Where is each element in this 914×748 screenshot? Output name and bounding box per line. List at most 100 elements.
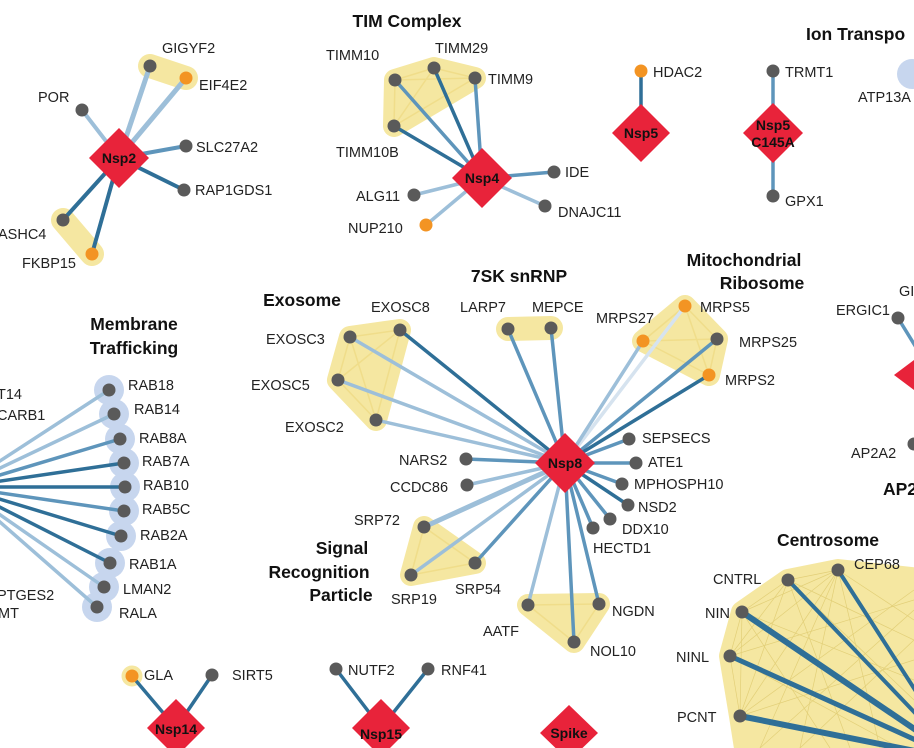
prey-label: SEPSECS bbox=[642, 431, 711, 447]
viral-label-nsp15: Nsp15 bbox=[360, 726, 402, 742]
group-label-centrosome: Centrosome bbox=[777, 530, 879, 550]
membrane-halos bbox=[82, 59, 914, 622]
group-label-tim: TIM Complex bbox=[353, 11, 462, 31]
prey-label: LARP7 bbox=[460, 300, 506, 316]
viral-label-nsp5c-c145a: C145A bbox=[751, 134, 795, 150]
edge bbox=[0, 491, 126, 513]
node-nsd2 bbox=[621, 498, 635, 512]
node-timm29 bbox=[427, 61, 441, 75]
node-ddx10 bbox=[603, 512, 617, 526]
edge bbox=[563, 461, 576, 644]
prey-label: RAB18 bbox=[128, 378, 174, 394]
prey-label: ATP13A bbox=[858, 90, 911, 106]
group-labels: TIM Complex Ion Transpo Exosome 7SK snRN… bbox=[90, 11, 914, 605]
prey-label: TIMM9 bbox=[488, 72, 533, 88]
group-label-ap2: AP2 bbox=[883, 479, 914, 499]
node-mepce bbox=[544, 321, 558, 335]
node-rab18 bbox=[102, 383, 116, 397]
node-nutf2 bbox=[329, 662, 343, 676]
node-ergic1 bbox=[891, 311, 905, 325]
prey-label: CARB1 bbox=[0, 408, 45, 424]
group-label-srp-2: Recognition bbox=[268, 562, 369, 582]
group-label-membrane-1: Membrane bbox=[90, 314, 178, 334]
complex-nol10 bbox=[517, 593, 610, 653]
prey-label: AATF bbox=[483, 624, 519, 640]
prey-label: MT bbox=[0, 606, 19, 622]
viral-nodes bbox=[89, 103, 914, 748]
edge bbox=[421, 460, 568, 530]
prey-label: NARS2 bbox=[399, 453, 447, 469]
node-exosc5 bbox=[331, 373, 345, 387]
edge bbox=[398, 328, 567, 465]
node-rab8a bbox=[113, 432, 127, 446]
prey-nodes bbox=[56, 59, 914, 723]
prey-label: AP2A2 bbox=[851, 446, 896, 462]
prey-label: ERGIC1 bbox=[836, 303, 890, 319]
node-sirt5 bbox=[205, 668, 219, 682]
node-cep68 bbox=[831, 563, 845, 577]
viral-label-nsp5: Nsp5 bbox=[624, 125, 658, 141]
prey-label: T14 bbox=[0, 387, 22, 403]
viral-node-partial bbox=[894, 360, 914, 390]
viral-label-nsp8: Nsp8 bbox=[548, 455, 582, 471]
node-hdac2 bbox=[634, 64, 648, 78]
viral-label-nsp5c: Nsp5 bbox=[756, 117, 790, 133]
prey-label: SIRT5 bbox=[232, 668, 273, 684]
prey-label: EXOSC8 bbox=[371, 300, 430, 316]
prey-label: NOL10 bbox=[590, 644, 636, 660]
prey-label: GLA bbox=[144, 668, 173, 684]
edge bbox=[563, 337, 719, 465]
prey-label: GI bbox=[899, 284, 914, 300]
complex-exosome bbox=[327, 319, 411, 431]
edge bbox=[563, 339, 645, 465]
edge bbox=[0, 437, 122, 477]
edge bbox=[0, 505, 112, 565]
edge bbox=[563, 304, 687, 465]
node-rab1a bbox=[103, 556, 117, 570]
node-rab2a bbox=[114, 529, 128, 543]
prey-label: GPX1 bbox=[785, 194, 824, 210]
node-mrps25 bbox=[710, 332, 724, 346]
prey-label: DDX10 bbox=[622, 522, 669, 538]
prey-label: TIMM10 bbox=[326, 48, 379, 64]
group-label-7sk: 7SK snRNP bbox=[471, 266, 568, 286]
viral-labels: Nsp2 Nsp4 Nsp5 Nsp5 C145A Nsp8 Nsp14 Nsp… bbox=[102, 117, 795, 742]
prey-label: SRP72 bbox=[354, 513, 400, 529]
edge bbox=[409, 461, 567, 577]
edge bbox=[0, 461, 126, 483]
prey-label: NIN bbox=[705, 606, 730, 622]
node-mrps27 bbox=[636, 334, 650, 348]
node-rab14 bbox=[107, 407, 121, 421]
prey-label: RAB10 bbox=[143, 478, 189, 494]
complex-links bbox=[337, 67, 718, 643]
prey-label: EXOSC3 bbox=[266, 332, 325, 348]
node-rap1gds1 bbox=[177, 183, 191, 197]
prey-label: EIF4E2 bbox=[199, 78, 247, 94]
node-exosc3 bbox=[343, 330, 357, 344]
node-mrps5 bbox=[678, 299, 692, 313]
node-nin bbox=[735, 605, 749, 619]
prey-label: MRPS25 bbox=[739, 335, 797, 351]
viral-node-nsp15 bbox=[352, 699, 410, 748]
group-label-srp-3: Particle bbox=[309, 585, 372, 605]
prey-label: TIMM10B bbox=[336, 145, 399, 161]
node-ngdn bbox=[592, 597, 606, 611]
prey-label: MRPS27 bbox=[596, 311, 654, 327]
prey-label: LMAN2 bbox=[123, 582, 171, 598]
prey-label: POR bbox=[38, 90, 69, 106]
edge bbox=[393, 78, 484, 180]
prey-label: IDE bbox=[565, 165, 590, 181]
edge bbox=[506, 327, 567, 465]
node-ate1 bbox=[629, 456, 643, 470]
prey-label: RALA bbox=[119, 606, 157, 622]
prey-label: ALG11 bbox=[356, 189, 400, 205]
node-pcnt bbox=[733, 709, 747, 723]
group-label-mito-1: Mitochondrial bbox=[687, 250, 802, 270]
prey-labels: GIGYF2 EIF4E2 POR SLC27A2 RAP1GDS1 ASHC4… bbox=[0, 41, 914, 726]
node-rala bbox=[90, 600, 104, 614]
edge bbox=[348, 335, 567, 465]
prey-label: MPHOSPH10 bbox=[634, 477, 723, 493]
edge bbox=[473, 461, 567, 565]
